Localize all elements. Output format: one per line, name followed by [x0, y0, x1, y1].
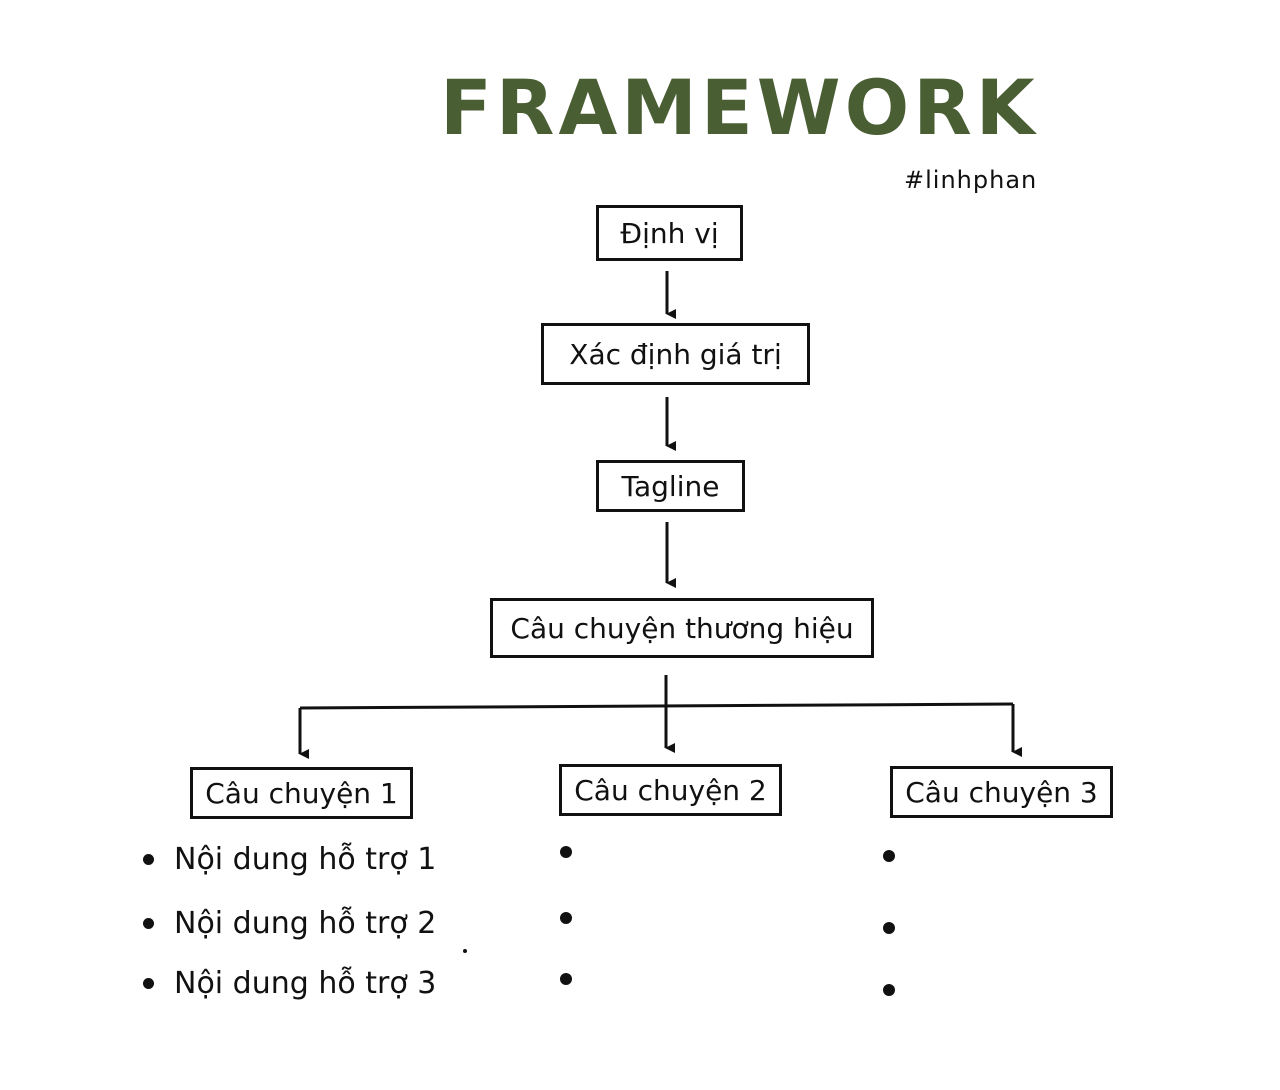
story-2-point-3	[560, 973, 572, 985]
brand-story-label: Câu chuyện thương hiệu	[510, 611, 854, 645]
story-3-point-1	[883, 850, 895, 862]
story-2-label: Câu chuyện 2	[574, 773, 767, 807]
bullet-dot	[143, 918, 154, 929]
story-2-point-1	[560, 846, 572, 858]
story-1-point-2: Nội dung hỗ trợ 2	[143, 906, 436, 941]
story-1-point-1: Nội dung hỗ trợ 1	[143, 842, 436, 877]
branch-bar	[299, 702, 1014, 710]
story-1-point-3: Nội dung hỗ trợ 3	[143, 966, 436, 1001]
story-1-point-2-text: Nội dung hỗ trợ 2	[174, 906, 437, 941]
positioning-label: Định vị	[620, 216, 719, 250]
story-2-box: Câu chuyện 2	[559, 764, 782, 816]
story-2-point-2	[560, 912, 572, 924]
ink-speck	[463, 949, 467, 953]
positioning-box: Định vị	[596, 205, 743, 261]
story-1-label: Câu chuyện 1	[205, 776, 398, 810]
bullet-dot	[143, 978, 154, 989]
tagline-box: Tagline	[596, 460, 745, 512]
story-1-point-1-text: Nội dung hỗ trợ 1	[174, 842, 437, 877]
story-3-label: Câu chuyện 3	[905, 775, 1098, 809]
story-3-box: Câu chuyện 3	[890, 766, 1113, 818]
brand-story-box: Câu chuyện thương hiệu	[490, 598, 874, 658]
story-1-box: Câu chuyện 1	[190, 767, 413, 819]
value-label: Xác định giá trị	[569, 337, 782, 371]
author-hashtag: #linhphan	[904, 166, 1038, 194]
value-box: Xác định giá trị	[541, 323, 810, 385]
story-1-point-3-text: Nội dung hỗ trợ 3	[174, 966, 437, 1001]
tagline-label: Tagline	[621, 469, 720, 503]
story-3-point-2	[883, 922, 895, 934]
bullet-dot	[143, 854, 154, 865]
story-3-point-3	[883, 984, 895, 996]
